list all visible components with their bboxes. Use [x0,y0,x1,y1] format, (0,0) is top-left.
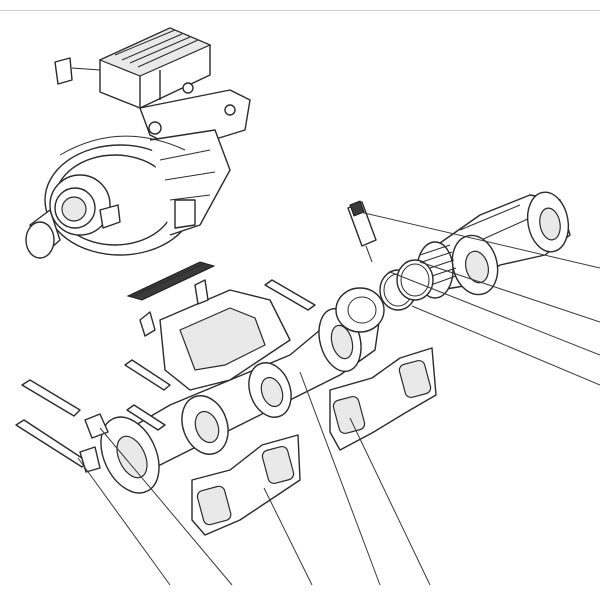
manifold-icon [100,279,385,494]
ring-icon [379,259,434,311]
manifold-icon [416,191,571,299]
actuator-icon [54,27,212,109]
gasket-icon [126,261,216,301]
top-border [0,0,600,11]
plug-icon [347,200,377,263]
callout-leaders [77,211,600,586]
bolt-icon [15,279,316,473]
gasket-icon [329,347,437,451]
turbocharger-icon [25,27,251,259]
gasket-icon [191,434,301,536]
